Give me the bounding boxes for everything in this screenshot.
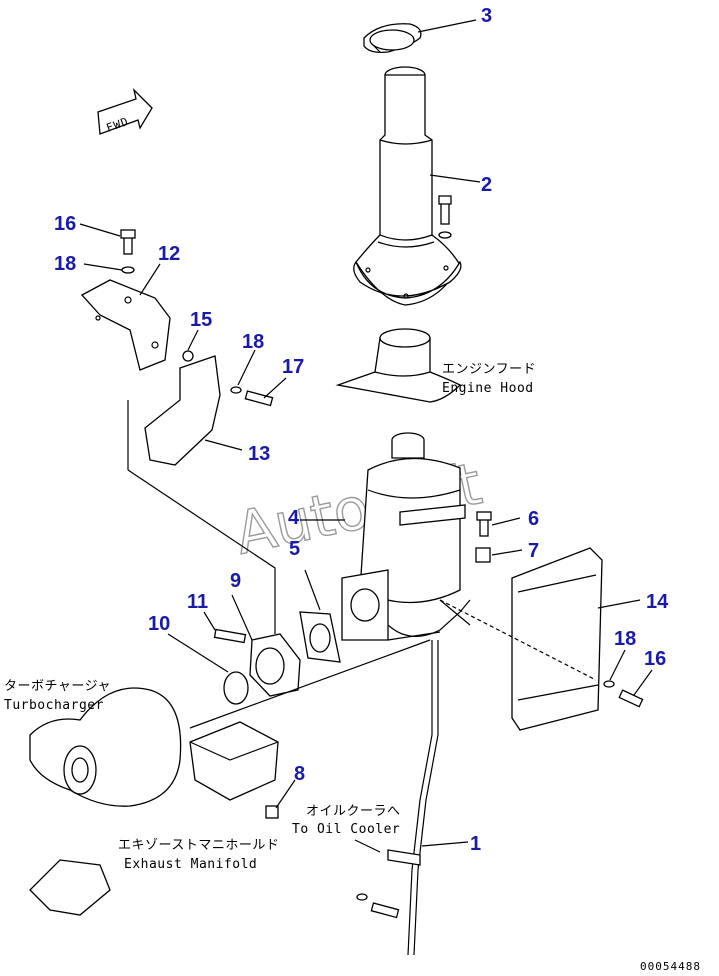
turbocharger-label-en: Turbocharger xyxy=(4,698,104,713)
callout-18-right: 18 xyxy=(614,628,636,650)
oil-cooler-label-en: To Oil Cooler xyxy=(292,822,400,837)
leader-lines xyxy=(79,223,653,853)
engine-hood-label-jp: エンジンフード xyxy=(442,362,536,377)
callout-5: 5 xyxy=(289,538,300,560)
callout-12: 12 xyxy=(158,243,180,265)
heat-shield xyxy=(144,355,221,466)
callout-3: 3 xyxy=(481,5,492,27)
bolt-17 xyxy=(230,386,274,407)
rain-cap xyxy=(363,19,477,54)
callout-14: 14 xyxy=(646,591,669,613)
drain-tube xyxy=(356,640,439,956)
gasket xyxy=(299,611,341,663)
exhaust-manifold xyxy=(29,859,111,916)
callout-4: 4 xyxy=(288,507,300,529)
bolt-16-top xyxy=(120,229,136,274)
callout-9: 9 xyxy=(230,570,241,592)
engine-hood-section xyxy=(335,328,462,403)
callout-2: 2 xyxy=(481,174,492,196)
callout-18-top: 18 xyxy=(54,253,76,275)
callout-16-right: 16 xyxy=(644,648,666,670)
callout-16-top: 16 xyxy=(54,213,76,235)
turbocharger xyxy=(29,687,182,807)
callout-10: 10 xyxy=(148,613,170,635)
oil-cooler-label-jp: オイルクーラへ xyxy=(306,804,401,819)
exhaust-elbow xyxy=(249,633,301,697)
fwd-arrow-icon: FWD xyxy=(97,87,153,135)
callout-11: 11 xyxy=(187,591,208,613)
callout-18-mid: 18 xyxy=(242,331,264,353)
turbocharger-label-jp: ターボチャージャ xyxy=(4,679,111,694)
bolt-11 xyxy=(213,628,247,644)
exhaust-pipe xyxy=(353,66,481,306)
engine-hood-label-en: Engine Hood xyxy=(442,381,534,396)
callout-17: 17 xyxy=(282,356,304,378)
exhaust-manifold-label-en: Exhaust Manifold xyxy=(124,857,257,872)
manifold-adaptor xyxy=(189,721,279,819)
bolt-6-nut-7 xyxy=(475,511,492,563)
bolt-16-right xyxy=(603,680,644,708)
muffler xyxy=(341,432,471,641)
drawing-number: 00054488 xyxy=(640,960,701,973)
muffler-cover xyxy=(439,547,603,731)
callout-1: 1 xyxy=(470,833,481,855)
callout-13: 13 xyxy=(248,443,270,465)
callout-7: 7 xyxy=(528,540,539,562)
callout-6: 6 xyxy=(528,508,539,530)
seal-ring xyxy=(223,671,249,705)
bracket xyxy=(80,279,194,371)
callout-15: 15 xyxy=(190,309,212,331)
callout-8: 8 xyxy=(294,763,305,785)
exhaust-manifold-label-jp: エキゾーストマニホールド xyxy=(118,838,279,853)
